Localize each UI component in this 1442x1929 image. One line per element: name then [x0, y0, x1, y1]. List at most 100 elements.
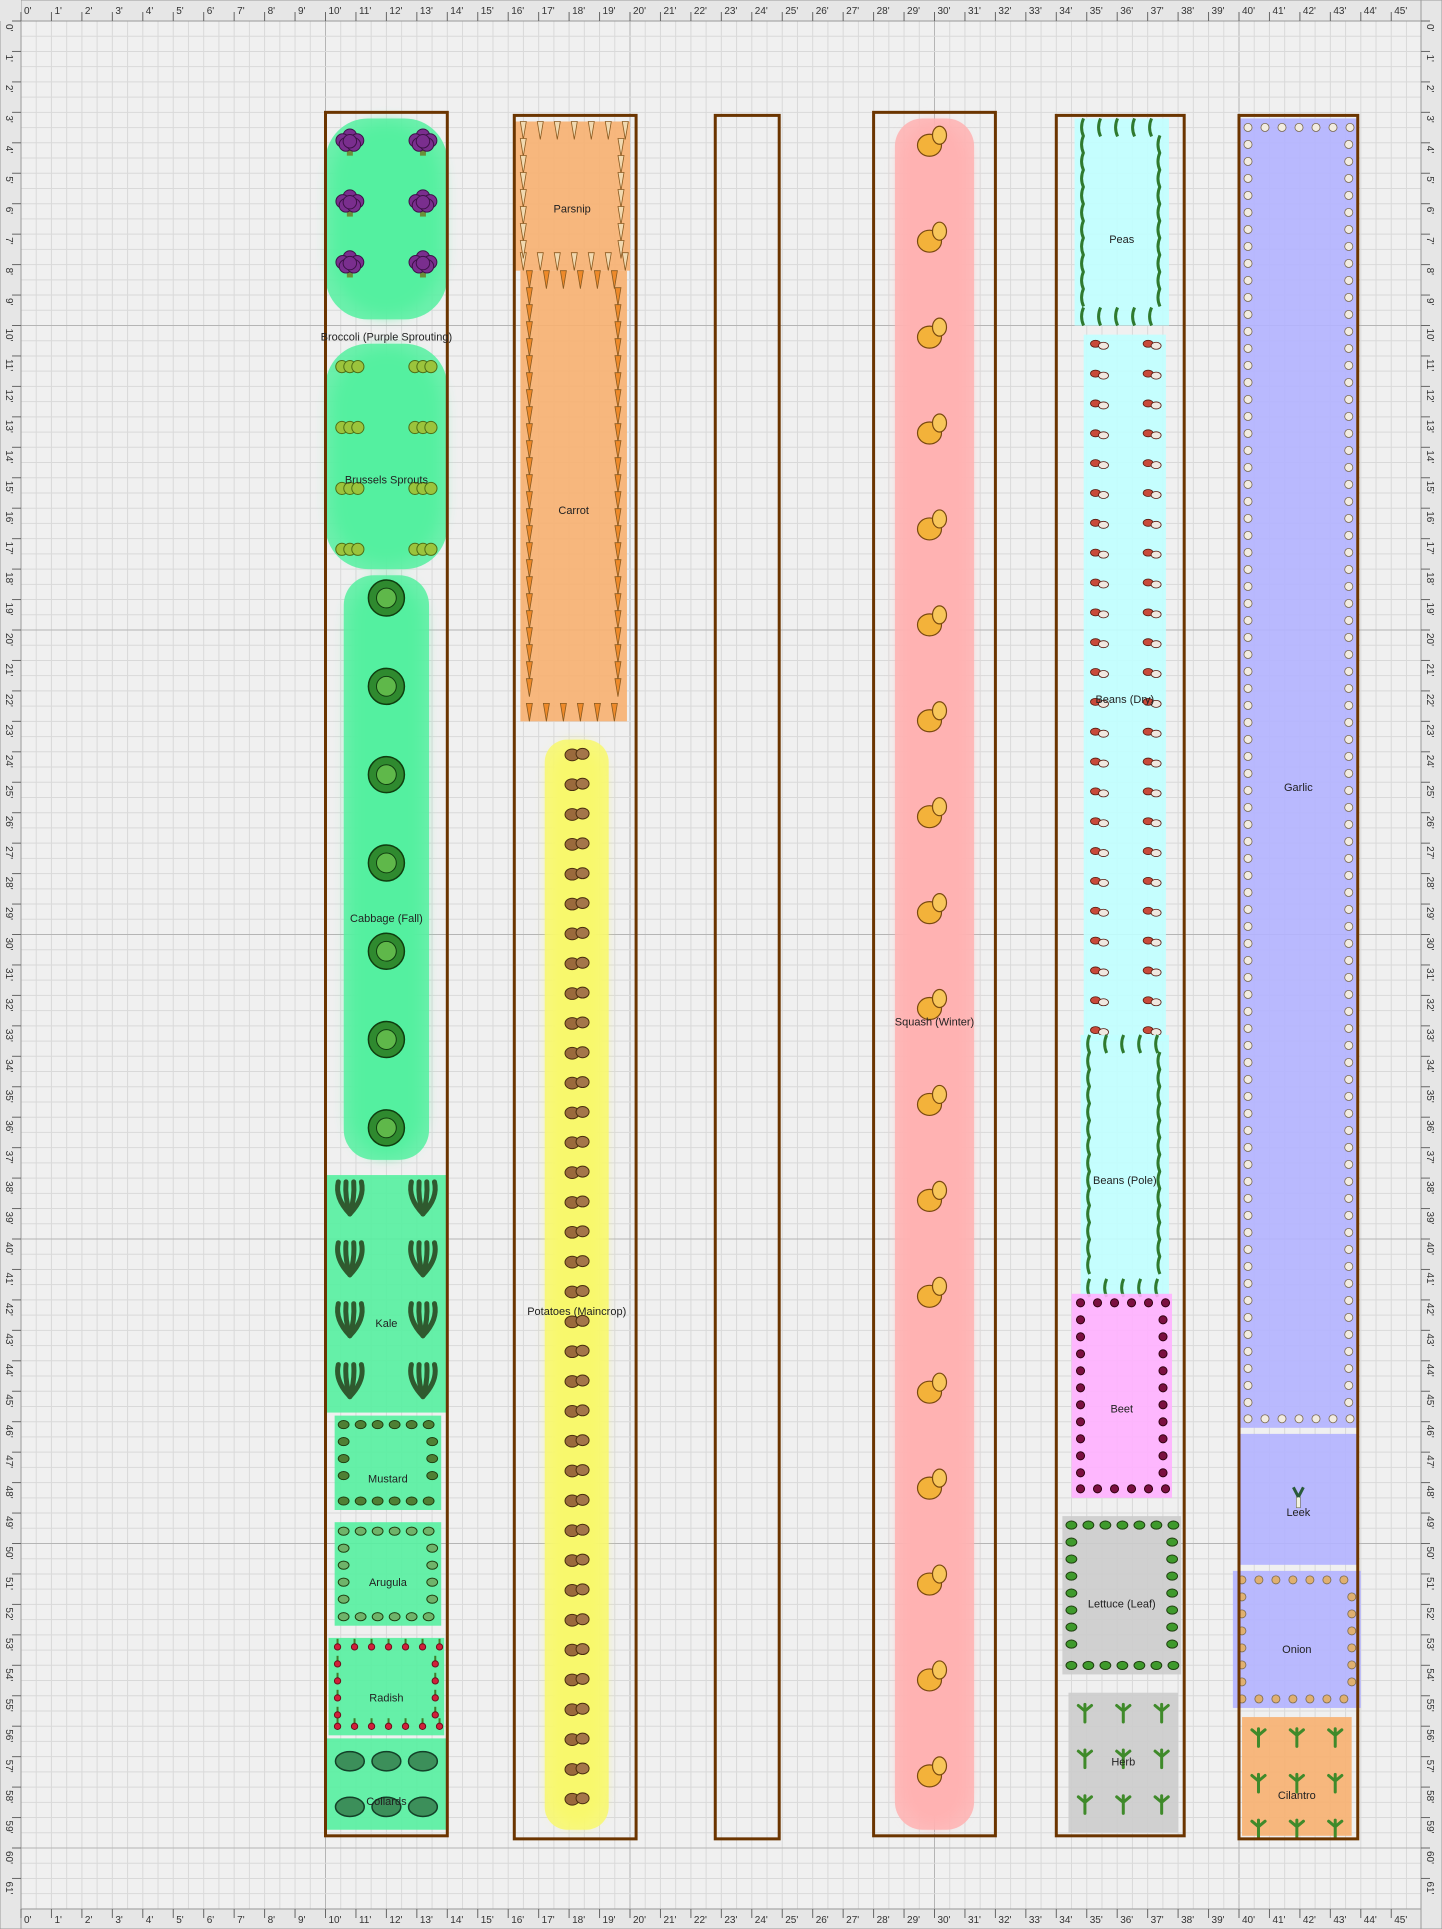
- ruler-left-label: 16': [3, 511, 14, 524]
- plant-area-carrot[interactable]: [520, 270, 627, 722]
- garlic-icon: [1243, 1074, 1253, 1084]
- ruler-top-label: 16': [511, 6, 524, 17]
- cilantro-icon: [1327, 1818, 1344, 1840]
- potato-icon: [564, 1493, 590, 1508]
- garlic-icon: [1344, 870, 1354, 880]
- dry-beans-icon: [1142, 966, 1162, 977]
- ruler-bottom-label: 36': [1120, 1915, 1133, 1926]
- plant-area-radish[interactable]: [328, 1637, 445, 1736]
- potato-icon: [564, 1732, 590, 1746]
- plant-area-parsnip[interactable]: [514, 121, 630, 271]
- garlic-icon: [1344, 207, 1354, 217]
- broccoli-icon: [408, 128, 438, 156]
- ruler-right-label: 58': [1424, 1790, 1435, 1803]
- brussels-sprouts-icon: [408, 542, 438, 556]
- plant-area-brussels-sprouts[interactable]: [325, 343, 448, 570]
- garlic-icon: [1243, 802, 1253, 812]
- plant-area-cilantro[interactable]: [1242, 1717, 1352, 1840]
- onion-icon: [1347, 1660, 1357, 1670]
- dry-beans-icon: [1142, 489, 1162, 499]
- plant-area-kale[interactable]: [325, 1175, 448, 1413]
- lettuce-icon: [1065, 1622, 1078, 1632]
- potato-icon: [564, 1672, 590, 1687]
- garlic-icon: [1243, 1142, 1253, 1152]
- ruler-right-label: 33': [1424, 1029, 1435, 1042]
- plant-label-arugula: Arugula: [369, 1577, 408, 1589]
- ruler-right-label: 13': [1424, 420, 1435, 433]
- ruler-right-label: 0': [1424, 24, 1435, 32]
- ruler-left-label: 33': [3, 1029, 14, 1042]
- onion-icon: [1254, 1575, 1264, 1585]
- onion-icon: [1254, 1694, 1264, 1704]
- plant-area-cabbage-fall[interactable]: [343, 575, 430, 1160]
- plant-area-broccoli-purple-sprouting[interactable]: [325, 118, 448, 320]
- plant-label-mustard: Mustard: [368, 1473, 408, 1485]
- arugula-icon: [426, 1577, 439, 1587]
- ruler-left-label: 28': [3, 877, 14, 890]
- brussels-sprouts-icon: [408, 420, 438, 435]
- ruler-top-label: 15': [481, 6, 494, 17]
- garlic-icon: [1344, 394, 1354, 404]
- ruler-top-label: 44': [1364, 6, 1377, 17]
- herb-icon: [1115, 1702, 1132, 1724]
- plant-area-leek[interactable]: [1239, 1433, 1358, 1565]
- garden-bed-2[interactable]: [512, 113, 638, 1841]
- garden-bed-1[interactable]: [324, 110, 449, 1838]
- parsnip-icon: [617, 138, 625, 157]
- dry-beans-icon: [1142, 906, 1162, 917]
- garlic-icon: [1277, 1414, 1287, 1424]
- plant-area-beans-dry[interactable]: [1083, 334, 1166, 1042]
- arugula-icon: [337, 1612, 350, 1622]
- potato-icon: [564, 1076, 590, 1090]
- plant-area-fill: [544, 739, 609, 1830]
- ruler-bottom-label: 30': [938, 1915, 951, 1926]
- squash-icon: [916, 509, 948, 541]
- garden-bed-5[interactable]: [1054, 113, 1186, 1838]
- garlic-icon: [1344, 666, 1354, 676]
- plant-area-collards[interactable]: [325, 1738, 448, 1830]
- onion-icon: [1271, 1694, 1281, 1704]
- plant-label-cilantro: Cilantro: [1278, 1790, 1316, 1802]
- garden-bed-4[interactable]: [872, 110, 997, 1838]
- ruler-right-label: 32': [1424, 998, 1435, 1011]
- plant-areas: [325, 117, 1361, 1840]
- plant-area-mustard[interactable]: [334, 1415, 442, 1511]
- garden-bed-3[interactable]: [713, 113, 781, 1841]
- peas-icon: [1080, 270, 1085, 291]
- arugula-icon: [426, 1543, 439, 1553]
- arugula-icon: [354, 1526, 367, 1536]
- plant-area-herb[interactable]: [1068, 1692, 1179, 1833]
- carrot-icon: [525, 355, 533, 374]
- plant-area-arugula[interactable]: [334, 1522, 442, 1626]
- plant-label-peas: Peas: [1109, 234, 1135, 246]
- lettuce-icon: [1150, 1520, 1163, 1530]
- ruler-bottom-label: 5': [176, 1915, 184, 1926]
- pole-beans-icon: [1156, 1221, 1162, 1241]
- plant-area-onion[interactable]: [1232, 1570, 1361, 1708]
- garlic-icon: [1344, 258, 1354, 268]
- plant-area-lettuce-leaf[interactable]: [1062, 1516, 1182, 1675]
- plant-area-peas[interactable]: [1074, 117, 1169, 327]
- plant-area-squash-winter[interactable]: [894, 118, 975, 1830]
- brussels-sprouts-icon: [335, 481, 365, 495]
- lettuce-icon: [1082, 1520, 1095, 1530]
- garlic-icon: [1344, 445, 1354, 455]
- plant-area-garlic[interactable]: [1239, 118, 1358, 1428]
- peas-icon: [1156, 270, 1162, 291]
- ruler-bottom-label: 24': [755, 1915, 768, 1926]
- mustard-icon: [337, 1471, 350, 1481]
- peas-icon: [1080, 151, 1085, 172]
- kale-icon: [408, 1301, 438, 1339]
- carrot-icon: [576, 702, 584, 722]
- plant-area-beet[interactable]: [1071, 1293, 1173, 1498]
- plant-area-beans-pole[interactable]: [1080, 1034, 1169, 1298]
- pole-beans-icon: [1086, 1102, 1092, 1122]
- parsnip-icon: [536, 121, 544, 140]
- mustard-icon: [337, 1437, 350, 1447]
- ruler-right-label: 36': [1424, 1120, 1435, 1133]
- garden-bed-6[interactable]: [1237, 113, 1360, 1841]
- plant-area-potatoes-maincrop[interactable]: [544, 739, 609, 1830]
